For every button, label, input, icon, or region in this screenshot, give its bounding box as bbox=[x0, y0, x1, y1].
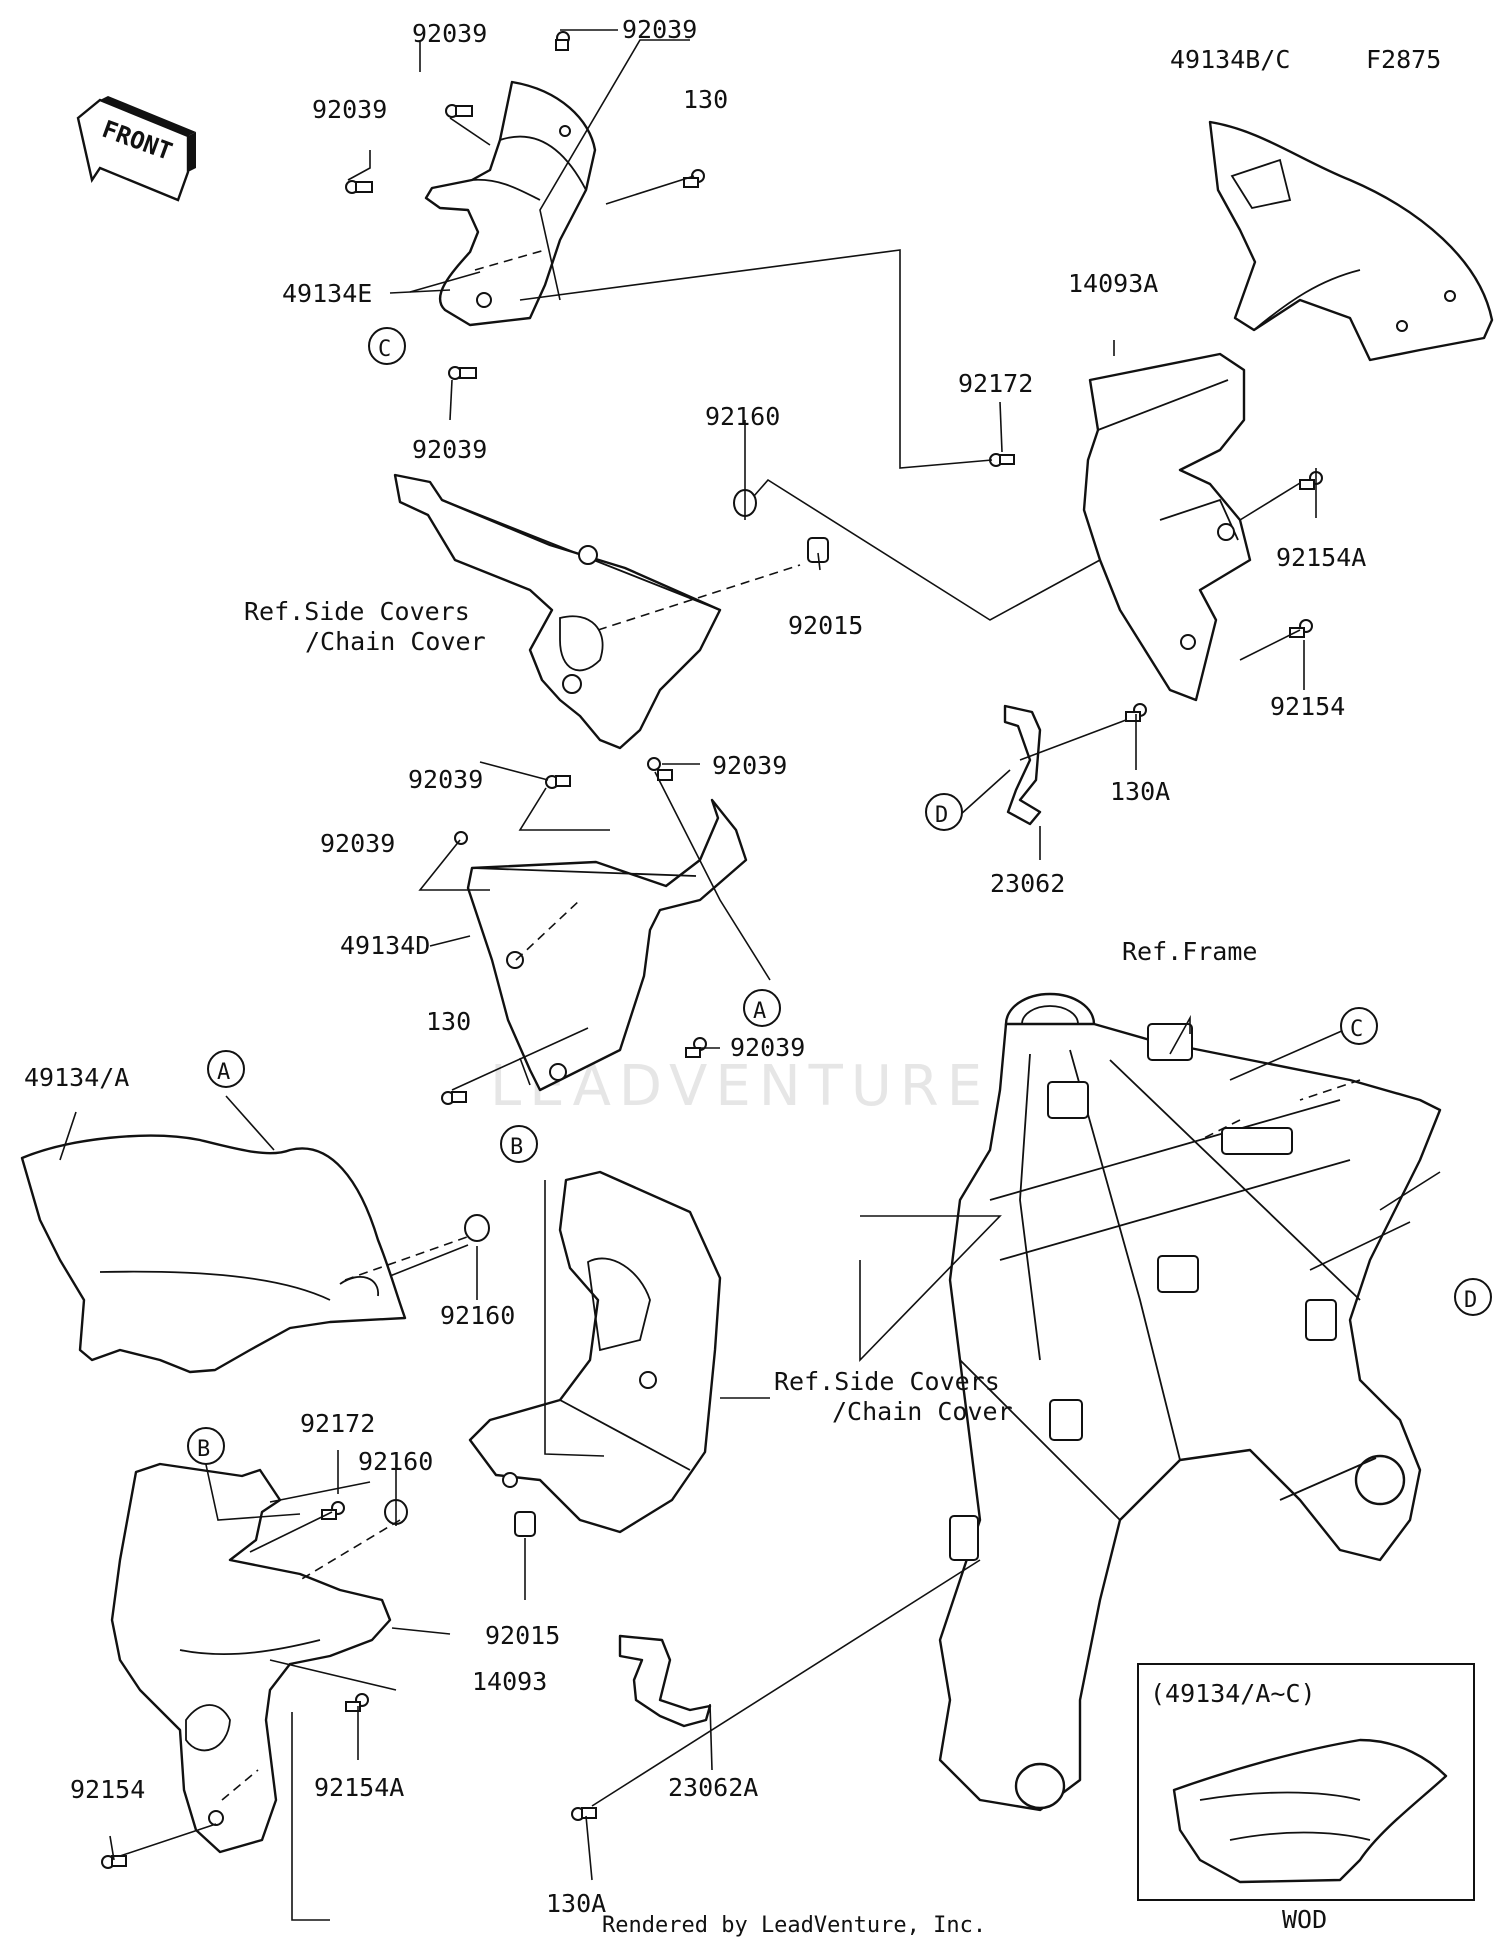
side-cover-upper bbox=[393, 473, 722, 750]
part-label: 92160 bbox=[358, 1447, 433, 1476]
part-label: 14093A bbox=[1068, 269, 1158, 298]
part-label: 23062A bbox=[668, 1773, 758, 1802]
ref-marker-circle bbox=[368, 327, 406, 365]
ref-marker-label: A bbox=[217, 1060, 230, 1085]
part-label: 49134B/C bbox=[1170, 45, 1290, 74]
ref-marker-label: D bbox=[1464, 1288, 1477, 1313]
part-label: 92039 bbox=[730, 1033, 805, 1062]
part-label: 92154A bbox=[314, 1773, 404, 1802]
credit-text: Rendered by LeadVenture, Inc. bbox=[602, 1913, 986, 1938]
part-label: 92154A bbox=[1276, 543, 1366, 572]
ref-marker-circle bbox=[743, 989, 781, 1027]
outer-cowl-49134A bbox=[20, 1134, 407, 1374]
part-label: 92172 bbox=[958, 369, 1033, 398]
bracket-23062 bbox=[1003, 704, 1042, 826]
part-label: 92039 bbox=[408, 765, 483, 794]
part-label: 92039 bbox=[712, 751, 787, 780]
part-label: 92039 bbox=[412, 19, 487, 48]
part-label: Ref.Frame bbox=[1122, 937, 1257, 966]
ref-markers: C D A B C A D B bbox=[187, 327, 1492, 1465]
part-label: 23062 bbox=[990, 869, 1065, 898]
part-label: /Chain Cover bbox=[305, 627, 486, 656]
front-arrow-icon: FRONT bbox=[76, 96, 196, 202]
bracket-23062A bbox=[618, 1634, 712, 1728]
part-labels: 92039 92039 92039 92039 130 49134E 92039… bbox=[24, 15, 1366, 1918]
grommet-92160-mid bbox=[464, 1214, 490, 1242]
part-label: Ref.Side Covers bbox=[244, 597, 470, 626]
part-label: 49134D bbox=[340, 931, 430, 960]
ref-marker-label: C bbox=[1350, 1017, 1363, 1042]
part-label: 49134E bbox=[282, 279, 372, 308]
part-label: 92172 bbox=[300, 1409, 375, 1438]
inner-panel-14093A bbox=[1082, 352, 1252, 702]
part-label: 92039 bbox=[622, 15, 697, 44]
part-label: 49134/A bbox=[24, 1063, 129, 1092]
ref-marker-label: A bbox=[753, 999, 766, 1024]
side-cover-lower bbox=[468, 1170, 722, 1534]
upper-cowl-49134BC bbox=[1208, 120, 1494, 362]
part-label: 130 bbox=[683, 85, 728, 114]
part-label: 92154 bbox=[1270, 692, 1345, 721]
inset-footer: WOD bbox=[1282, 1905, 1327, 1934]
part-label: 130A bbox=[546, 1889, 606, 1918]
part-label: 92160 bbox=[440, 1301, 515, 1330]
part-label: Ref.Side Covers bbox=[774, 1367, 1000, 1396]
ref-marker-label: B bbox=[510, 1135, 523, 1160]
ref-marker-label: B bbox=[197, 1437, 210, 1462]
ref-marker-circle bbox=[925, 793, 963, 831]
inner-cover-49134E bbox=[424, 80, 597, 327]
ref-marker-circle bbox=[187, 1427, 225, 1465]
collar-92015-upper bbox=[807, 537, 829, 563]
ref-marker-circle bbox=[1454, 1278, 1492, 1316]
inner-cover-49134D bbox=[466, 798, 748, 1092]
part-label: 92039 bbox=[312, 95, 387, 124]
ref-marker-label: C bbox=[378, 337, 391, 362]
ref-marker-circle bbox=[207, 1050, 245, 1088]
inset-title: (49134/A~C) bbox=[1150, 1679, 1316, 1708]
collar-92015-lower bbox=[514, 1511, 536, 1537]
fasteners bbox=[101, 31, 1323, 1869]
part-label: 92154 bbox=[70, 1775, 145, 1804]
part-label: 130A bbox=[1110, 777, 1170, 806]
part-label: 92015 bbox=[485, 1621, 560, 1650]
ref-marker-label: D bbox=[935, 803, 948, 828]
part-label: 130 bbox=[426, 1007, 471, 1036]
inset-box: (49134/A~C) WOD bbox=[1137, 1663, 1475, 1934]
part-label: 92160 bbox=[705, 402, 780, 431]
figure-code: F2875 bbox=[1366, 45, 1441, 74]
leader-lines bbox=[59, 29, 1441, 1921]
part-label: 92015 bbox=[788, 611, 863, 640]
part-label: /Chain Cover bbox=[832, 1397, 1013, 1426]
part-label: 14093 bbox=[472, 1667, 547, 1696]
ref-marker-circle bbox=[1340, 1007, 1378, 1045]
dashed-lines bbox=[221, 249, 1361, 1801]
part-label: 92039 bbox=[412, 435, 487, 464]
part-label: 92039 bbox=[320, 829, 395, 858]
ref-marker-circle bbox=[500, 1125, 538, 1163]
